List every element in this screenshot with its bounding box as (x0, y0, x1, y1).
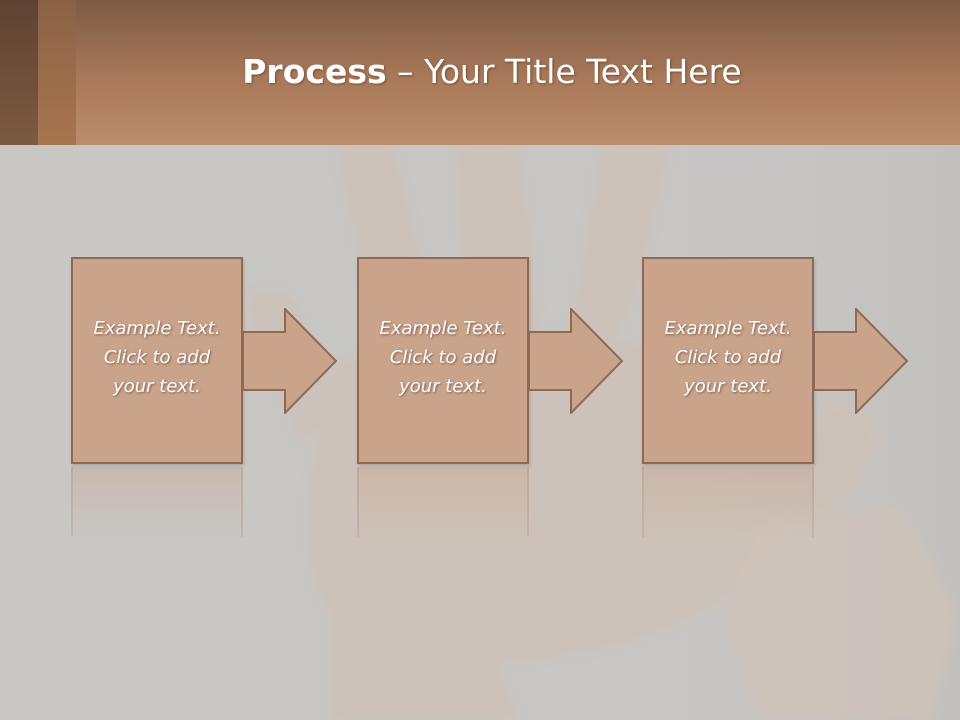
step-text-line: your text. (684, 376, 772, 397)
step-text-line: Click to add (389, 347, 497, 368)
step-text[interactable]: Example Text. Click to add your text. (359, 314, 527, 401)
process-step-box-1[interactable]: Example Text. Click to add your text. (71, 257, 243, 464)
step-text[interactable]: Example Text. Click to add your text. (644, 314, 812, 401)
step-reflection (642, 467, 814, 537)
process-step-box-2[interactable]: Example Text. Click to add your text. (357, 257, 529, 464)
step-text-line: Example Text. (93, 318, 221, 339)
step-reflection (71, 467, 243, 537)
step-text-line: your text. (113, 376, 201, 397)
step-text-line: Click to add (674, 347, 782, 368)
header-accent-block (38, 0, 76, 145)
step-text[interactable]: Example Text. Click to add your text. (73, 314, 241, 401)
step-reflection (357, 467, 529, 537)
title-bar: Process – Your Title Text Here (0, 0, 960, 145)
arrow-right-icon (814, 308, 909, 414)
arrow-right-icon (243, 308, 338, 414)
arrow-right-icon (529, 308, 624, 414)
step-text-line: Example Text. (379, 318, 507, 339)
slide-title[interactable]: Process – Your Title Text Here (0, 52, 960, 91)
step-text-line: your text. (399, 376, 487, 397)
header-accent-block (0, 0, 38, 145)
process-step-box-3[interactable]: Example Text. Click to add your text. (642, 257, 814, 464)
title-bold-text: Process (242, 52, 387, 91)
step-text-line: Example Text. (664, 318, 792, 339)
step-text-line: Click to add (103, 347, 211, 368)
title-rest-text: – Your Title Text Here (386, 52, 742, 91)
